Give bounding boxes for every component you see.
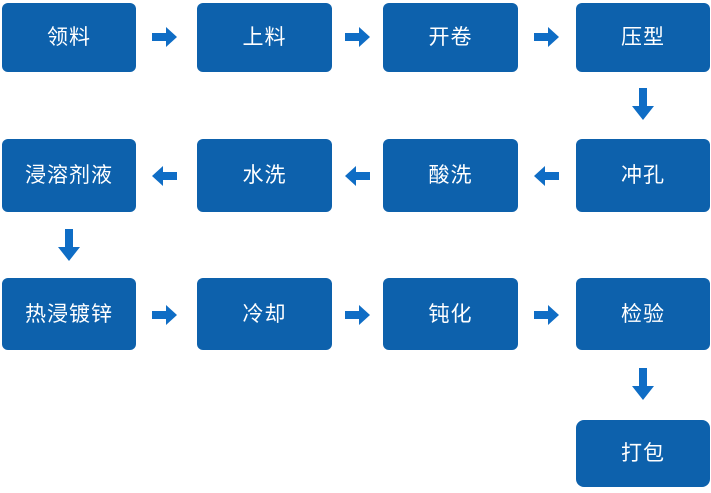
arrow-down-icon [58, 229, 80, 261]
node-press-form: 压型 [576, 3, 710, 72]
arrow-left-icon [152, 166, 177, 186]
node-load-material: 上料 [197, 3, 332, 72]
node-hot-dip-galvanize: 热浸镀锌 [2, 278, 136, 350]
node-punch: 冲孔 [576, 139, 710, 212]
node-passivate: 钝化 [383, 278, 518, 350]
node-pack: 打包 [576, 420, 710, 487]
arrow-right-icon [534, 27, 559, 47]
arrow-right-icon [345, 27, 370, 47]
arrow-left-icon [345, 166, 370, 186]
arrow-down-icon [632, 368, 654, 400]
node-flux-dip: 浸溶剂液 [2, 139, 136, 212]
node-receive-material: 领料 [2, 3, 136, 72]
node-inspect: 检验 [576, 278, 710, 350]
node-acid-pickle: 酸洗 [383, 139, 518, 212]
node-uncoil: 开卷 [383, 3, 518, 72]
node-cool: 冷却 [197, 278, 332, 350]
arrow-left-icon [534, 166, 559, 186]
node-water-rinse: 水洗 [197, 139, 332, 212]
arrow-right-icon [345, 305, 370, 325]
arrow-right-icon [152, 305, 177, 325]
arrow-right-icon [534, 305, 559, 325]
arrow-down-icon [632, 88, 654, 120]
arrow-right-icon [152, 27, 177, 47]
